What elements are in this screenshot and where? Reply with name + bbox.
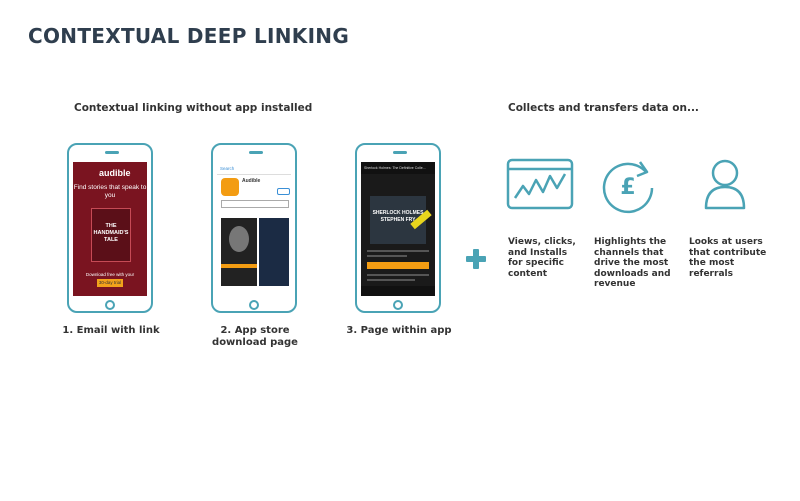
segment-tabs[interactable]	[221, 200, 289, 208]
user-icon	[704, 159, 746, 210]
feature-users-text: Looks at users that contribute the most …	[689, 237, 767, 279]
email-tagline: Find stories that speak to you	[73, 184, 147, 199]
cover-title: SHERLOCK HOLMES	[372, 210, 424, 216]
text-line	[367, 255, 407, 257]
text-line	[367, 279, 415, 281]
audible-app-icon	[221, 178, 239, 196]
phone-app-store: Search Audible	[211, 143, 297, 313]
trial-button[interactable]: 30-day trial	[97, 279, 123, 287]
book-cover: THE HANDMAID'S TALE	[91, 208, 131, 262]
feature-views-text: Views, clicks, and Installs for specific…	[508, 237, 576, 279]
email-screen: audible Find stories that speak to you T…	[73, 162, 147, 296]
caption-in-app: 3. Page within app	[346, 325, 452, 336]
text-line	[367, 274, 429, 276]
buy-button[interactable]	[367, 262, 429, 269]
in-app-screen: Sherlock Holmes: The Definitive Colle...…	[361, 162, 435, 296]
phone-speaker	[105, 151, 119, 154]
download-text: Download free with your	[85, 272, 135, 277]
pound-refresh-icon: £	[602, 161, 654, 214]
left-heading: Contextual linking without app installed	[74, 102, 313, 114]
chart-icon	[506, 158, 574, 210]
text-line	[367, 250, 429, 252]
book-title: THE HANDMAID'S TALE	[93, 223, 129, 243]
in-app-header-text: Sherlock Holmes: The Definitive Colle...	[364, 166, 426, 170]
phone-email: audible Find stories that speak to you T…	[67, 143, 153, 313]
phone-speaker	[393, 151, 407, 154]
svg-text:£: £	[620, 175, 635, 200]
screenshot-2	[259, 218, 289, 286]
tab-bar[interactable]	[361, 286, 435, 296]
get-button[interactable]	[277, 188, 290, 195]
app-name: Audible	[242, 178, 261, 184]
page-title: CONTEXTUAL DEEP LINKING	[28, 24, 350, 48]
phone-in-app: Sherlock Holmes: The Definitive Colle...…	[355, 143, 441, 313]
feature-channels-text: Highlights the channels that drive the m…	[594, 237, 671, 289]
in-app-header: Sherlock Holmes: The Definitive Colle...	[361, 162, 435, 174]
caption-app-store: 2. App store download page	[212, 325, 298, 348]
audible-logo: audible	[99, 168, 131, 178]
back-label: Search	[220, 166, 235, 171]
cover-author: STEPHEN FRY	[380, 217, 416, 223]
home-button	[249, 300, 259, 310]
plus-icon	[466, 249, 486, 269]
right-heading: Collects and transfers data on...	[508, 102, 699, 114]
home-button	[393, 300, 403, 310]
player-strip	[221, 264, 257, 268]
screenshot-1	[221, 218, 257, 286]
caption-email: 1. Email with link	[62, 325, 160, 336]
phone-speaker	[249, 151, 263, 154]
face-image	[229, 226, 249, 252]
app-store-screen: Search Audible	[217, 162, 291, 296]
home-button	[105, 300, 115, 310]
search-back-link[interactable]: Search	[217, 162, 291, 175]
